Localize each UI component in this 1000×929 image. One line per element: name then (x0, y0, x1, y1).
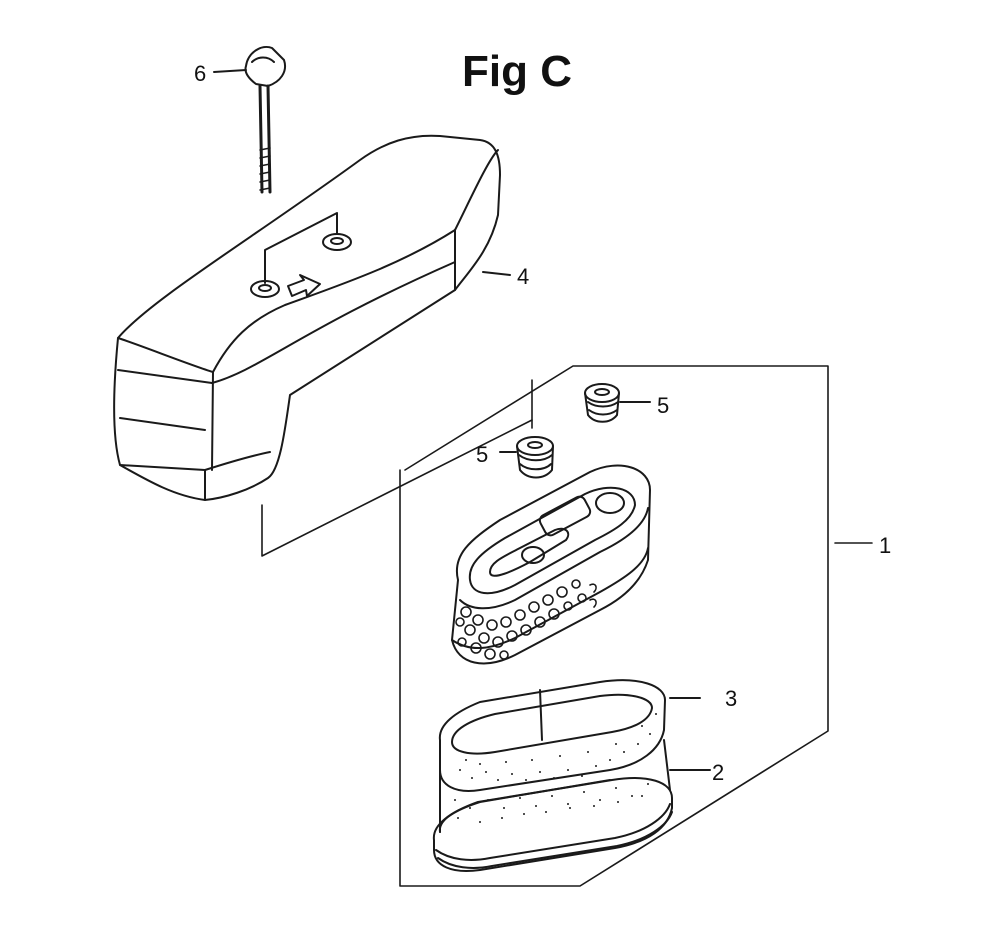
foam-element (438, 679, 701, 792)
wing-bolt (213, 46, 286, 194)
callout-3: 3 (725, 686, 738, 711)
callout-5-left: 5 (476, 442, 489, 467)
assembly-bracket (261, 365, 873, 887)
paper-element (432, 739, 711, 872)
callout-5-right: 5 (657, 393, 670, 418)
callout-4: 4 (517, 264, 530, 289)
grommet-left (499, 436, 554, 479)
air-cleaner-cover (113, 134, 511, 501)
figure-title: Fig C (462, 47, 572, 96)
callout-1: 1 (879, 533, 892, 558)
pre-cleaner-element (451, 464, 651, 665)
callout-6: 6 (194, 61, 207, 86)
grommet-right (584, 383, 651, 423)
callout-2: 2 (712, 760, 725, 785)
